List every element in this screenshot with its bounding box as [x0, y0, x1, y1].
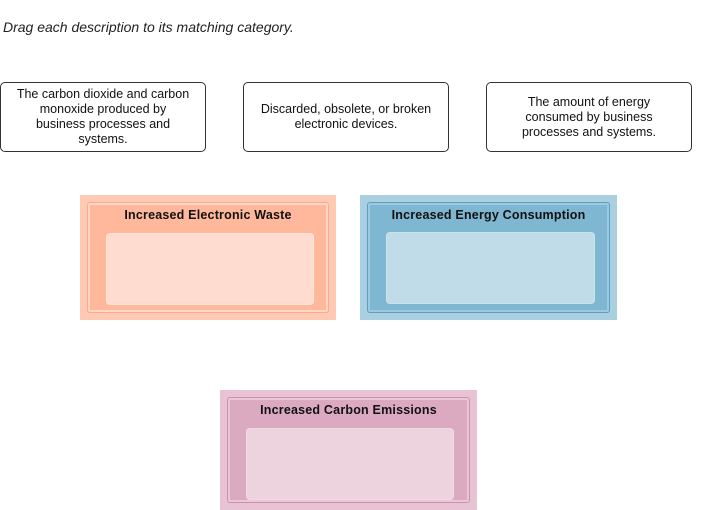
description-line: business processes and: [35, 117, 171, 131]
instruction-text: Drag each description to its matching ca…: [3, 19, 294, 35]
description-line: systems.: [78, 132, 128, 146]
description-text: Discarded, obsolete, or broken electroni…: [261, 102, 431, 132]
drop-zone-electronic-waste[interactable]: [107, 234, 313, 304]
description-line: The carbon dioxide and carbon: [16, 87, 190, 101]
description-text: The carbon dioxide and carbon monoxide p…: [17, 87, 189, 147]
category-bin-electronic-waste: Increased Electronic Waste: [80, 195, 336, 320]
category-bin-carbon-emissions: Increased Carbon Emissions: [220, 390, 477, 510]
description-line: consumed by business: [525, 109, 653, 124]
description-line: processes and systems.: [521, 124, 657, 139]
description-card-energy[interactable]: The amount of energy consumed by busines…: [486, 82, 692, 152]
description-line: The amount of energy: [527, 94, 651, 109]
description-line: Discarded, obsolete, or broken: [260, 102, 432, 116]
category-bin-energy-consumption: Increased Energy Consumption: [360, 195, 617, 320]
category-title: Increased Energy Consumption: [391, 208, 586, 222]
drop-zone-carbon-emissions[interactable]: [247, 429, 453, 499]
description-line: electronic devices.: [294, 117, 398, 131]
category-title: Increased Carbon Emissions: [260, 403, 437, 417]
drop-zone-energy-consumption[interactable]: [387, 233, 594, 303]
description-line: monoxide produced by: [39, 102, 167, 116]
category-title: Increased Electronic Waste: [124, 208, 292, 222]
description-card-carbon[interactable]: The carbon dioxide and carbon monoxide p…: [0, 82, 206, 152]
description-text: The amount of energy consumed by busines…: [522, 95, 656, 140]
description-card-ewaste[interactable]: Discarded, obsolete, or broken electroni…: [243, 82, 449, 152]
